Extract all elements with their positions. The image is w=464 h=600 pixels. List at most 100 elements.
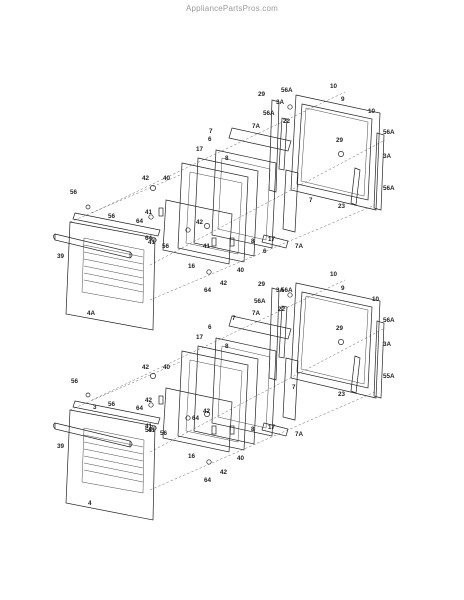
lower-part-label: 56 <box>160 430 168 437</box>
lower-part-label: 64 <box>136 405 144 412</box>
lower-part-label: 29 <box>336 325 344 332</box>
lower-part-label: 56 <box>71 378 79 385</box>
lower-top-trim <box>72 400 161 425</box>
upper-part-label: 56 <box>108 213 116 220</box>
upper-part-label: 42 <box>220 280 228 287</box>
lower-part-label: 8 <box>251 426 255 433</box>
lower-window-pane <box>162 387 233 453</box>
lower-small-parts <box>85 292 344 465</box>
lower-part-label: 10 <box>330 271 338 278</box>
lower-part-label: 6 <box>208 324 212 331</box>
upper-part-label: 7A <box>252 123 261 130</box>
upper-part-label: 4A <box>87 310 96 317</box>
upper-part-label: 42 <box>142 175 150 182</box>
upper-part-label: 7A <box>295 243 304 250</box>
upper-side-rails <box>268 99 385 211</box>
upper-window-pane <box>162 199 233 265</box>
lower-handle <box>53 422 133 448</box>
lower-rear-frame <box>290 282 381 399</box>
upper-part-label: 17 <box>268 236 276 243</box>
lower-part-label: 56 <box>145 427 153 434</box>
lower-part-label: 56A <box>254 298 266 305</box>
lower-part-label: 55A <box>383 373 395 380</box>
lower-gasket-frame <box>211 337 277 437</box>
upper-part-label: 42 <box>196 219 204 226</box>
upper-alignment-lines <box>69 91 386 301</box>
lower-part-label: 3A <box>276 287 285 294</box>
lower-alignment-lines <box>69 279 386 491</box>
upper-part-label: 3A <box>383 153 392 160</box>
upper-part-label: 17 <box>196 146 204 153</box>
lower-part-label: 29 <box>258 281 266 288</box>
lower-part-label: 42 <box>220 469 228 476</box>
upper-part-label: 8 <box>225 155 229 162</box>
lower-part-label: 7 <box>292 384 296 391</box>
upper-part-label: 6 <box>208 136 212 143</box>
upper-part-label: 56 <box>70 189 78 196</box>
lower-part-label: 39 <box>57 443 65 450</box>
lower-part-label: 64 <box>192 415 200 422</box>
lower-part-label: 7 <box>232 315 236 322</box>
lower-part-label: 7A <box>252 310 261 317</box>
lower-part-label: 9 <box>341 285 345 292</box>
lower-part-label: 40 <box>237 455 245 462</box>
upper-part-label: 7 <box>309 197 313 204</box>
lower-part-label: 56 <box>108 401 116 408</box>
upper-small-parts <box>85 104 344 275</box>
upper-part-label: 8 <box>251 238 255 245</box>
upper-part-label: 23 <box>338 203 346 210</box>
lower-part-label: 41 <box>145 423 153 430</box>
upper-part-label: 16 <box>188 263 196 270</box>
lower-glass-pane <box>193 345 259 445</box>
upper-part-label: 64 <box>204 287 212 294</box>
upper-glass-pane <box>193 157 259 257</box>
lower-part-label: 23 <box>338 391 346 398</box>
lower-outer-door-panel <box>65 409 156 521</box>
upper-part-label: 7 <box>209 128 213 135</box>
lower-part-label: 42 <box>145 397 153 404</box>
upper-part-label: 56A <box>263 110 275 117</box>
lower-part-label: 64 <box>204 477 212 484</box>
upper-part-label: 29 <box>336 137 344 144</box>
upper-door-assembly <box>53 91 386 331</box>
lower-part-label: 4 <box>88 500 92 507</box>
lower-door-assembly <box>53 279 386 521</box>
lower-part-label: 42 <box>203 408 211 415</box>
upper-part-label: 56 <box>162 243 170 250</box>
lower-part-label: 17 <box>196 334 204 341</box>
upper-outer-door-panel <box>65 221 156 331</box>
lower-inner-frame <box>177 350 249 451</box>
lower-part-label: 7A <box>295 431 304 438</box>
upper-part-label: 9 <box>341 96 345 103</box>
watermark: AppliancePartsPros.com <box>186 4 278 13</box>
upper-part-label: 22 <box>283 118 291 125</box>
upper-part-label: 56A <box>281 87 293 94</box>
upper-part-label: 41 <box>148 239 156 246</box>
upper-top-trim <box>72 212 161 237</box>
upper-part-label: 64 <box>145 235 153 242</box>
upper-part-label: 39 <box>57 253 65 260</box>
lower-part-label: 3A <box>383 341 392 348</box>
upper-part-label: 10 <box>330 83 338 90</box>
upper-insulation <box>228 127 299 249</box>
lower-part-label: 56A <box>281 287 293 294</box>
upper-part-label: 29 <box>258 91 266 98</box>
upper-inner-frame <box>177 162 249 263</box>
lower-part-label: 41 <box>148 427 156 434</box>
lower-part-label: 3 <box>93 404 97 411</box>
upper-part-label: 40 <box>163 175 171 182</box>
upper-handle <box>53 233 133 259</box>
upper-rear-frame <box>290 94 381 211</box>
upper-part-label: 41 <box>203 243 211 250</box>
upper-callout-labels: 10 56A 29 3A 9 56A 22 10 7 7A 29 56A 6 3A 17 8 56A 7 56 42 4… <box>57 83 395 317</box>
lower-insulation <box>228 315 299 437</box>
upper-gasket-frame <box>211 149 277 249</box>
upper-part-label: 6 <box>263 248 267 255</box>
upper-part-label: 41 <box>145 209 153 216</box>
lower-part-label: 40 <box>163 364 171 371</box>
upper-part-label: 56A <box>383 185 395 192</box>
upper-part-label: 40 <box>237 267 245 274</box>
lower-part-label: 16 <box>188 453 196 460</box>
